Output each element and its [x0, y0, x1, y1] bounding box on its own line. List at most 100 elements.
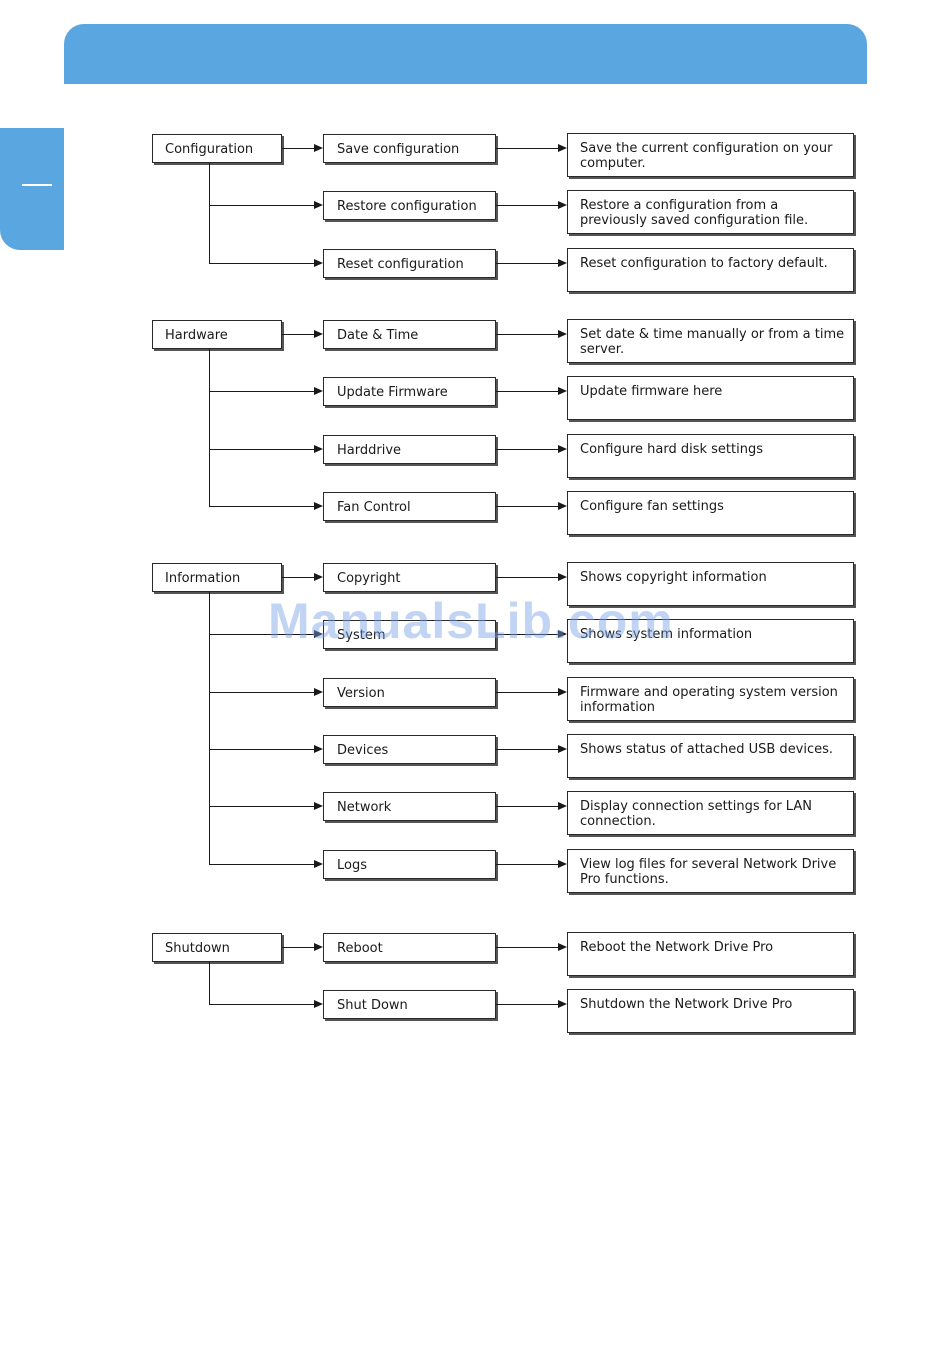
header-bar — [64, 24, 867, 84]
branch-arrow-head — [314, 860, 323, 868]
menu-item-box: System — [323, 620, 496, 649]
branch-arrow-line — [209, 449, 315, 450]
desc-arrow-line — [496, 148, 559, 149]
branch-arrow-line — [209, 391, 315, 392]
description-box: Restore a configuration from a previousl… — [567, 190, 854, 234]
menu-item-box: Copyright — [323, 563, 496, 592]
desc-arrow-line — [496, 634, 559, 635]
desc-arrow-head — [558, 688, 567, 696]
description-box: Reboot the Network Drive Pro — [567, 932, 854, 976]
desc-arrow-line — [496, 806, 559, 807]
description-box: Shows copyright information — [567, 562, 854, 606]
branch-arrow-head — [314, 1000, 323, 1008]
desc-arrow-head — [558, 943, 567, 951]
branch-arrow-line — [209, 749, 315, 750]
menu-item-box: Network — [323, 792, 496, 821]
desc-arrow-line — [496, 577, 559, 578]
description-box: Shows system information — [567, 619, 854, 663]
desc-arrow-head — [558, 630, 567, 638]
branch-arrow-head — [314, 502, 323, 510]
category-arrow-line — [282, 334, 315, 335]
description-box: Set date & time manually or from a time … — [567, 319, 854, 363]
category-arrow-line — [282, 577, 315, 578]
desc-arrow-head — [558, 573, 567, 581]
desc-arrow-head — [558, 330, 567, 338]
desc-arrow-head — [558, 1000, 567, 1008]
desc-arrow-line — [496, 864, 559, 865]
desc-arrow-head — [558, 259, 567, 267]
branch-arrow-line — [209, 806, 315, 807]
desc-arrow-head — [558, 387, 567, 395]
menu-item-box: Version — [323, 678, 496, 707]
desc-arrow-line — [496, 506, 559, 507]
menu-item-box: Fan Control — [323, 492, 496, 521]
branch-arrow-line — [209, 263, 315, 264]
category-arrow-head — [314, 573, 323, 581]
description-box: Firmware and operating system version in… — [567, 677, 854, 721]
category-box: Information — [152, 563, 282, 592]
menu-item-box: Update Firmware — [323, 377, 496, 406]
branch-arrow-line — [209, 1004, 315, 1005]
tree-connector — [209, 163, 210, 263]
branch-arrow-line — [209, 205, 315, 206]
desc-arrow-line — [496, 449, 559, 450]
tree-connector — [209, 349, 210, 506]
menu-item-box: Restore configuration — [323, 191, 496, 220]
branch-arrow-head — [314, 201, 323, 209]
description-box: Display connection settings for LAN conn… — [567, 791, 854, 835]
branch-arrow-head — [314, 259, 323, 267]
category-arrow-head — [314, 943, 323, 951]
desc-arrow-line — [496, 263, 559, 264]
desc-arrow-head — [558, 445, 567, 453]
category-arrow-line — [282, 148, 315, 149]
branch-arrow-head — [314, 688, 323, 696]
description-box: Configure fan settings — [567, 491, 854, 535]
branch-arrow-head — [314, 445, 323, 453]
category-box: Hardware — [152, 320, 282, 349]
desc-arrow-head — [558, 802, 567, 810]
description-box: Shows status of attached USB devices. — [567, 734, 854, 778]
desc-arrow-line — [496, 947, 559, 948]
desc-arrow-line — [496, 391, 559, 392]
menu-item-box: Date & Time — [323, 320, 496, 349]
category-arrow-head — [314, 330, 323, 338]
desc-arrow-head — [558, 502, 567, 510]
branch-arrow-head — [314, 630, 323, 638]
desc-arrow-line — [496, 1004, 559, 1005]
branch-arrow-line — [209, 634, 315, 635]
description-box: Configure hard disk settings — [567, 434, 854, 478]
menu-item-box: Devices — [323, 735, 496, 764]
side-tab — [0, 128, 64, 250]
menu-item-box: Harddrive — [323, 435, 496, 464]
side-tab-dash — [22, 184, 52, 186]
menu-item-box: Shut Down — [323, 990, 496, 1019]
branch-arrow-line — [209, 864, 315, 865]
category-arrow-head — [314, 144, 323, 152]
desc-arrow-line — [496, 205, 559, 206]
desc-arrow-line — [496, 749, 559, 750]
category-box: Configuration — [152, 134, 282, 163]
tree-connector — [209, 962, 210, 1004]
desc-arrow-head — [558, 860, 567, 868]
desc-arrow-head — [558, 745, 567, 753]
desc-arrow-line — [496, 692, 559, 693]
branch-arrow-line — [209, 692, 315, 693]
menu-item-box: Reset configuration — [323, 249, 496, 278]
menu-item-box: Reboot — [323, 933, 496, 962]
desc-arrow-head — [558, 201, 567, 209]
desc-arrow-head — [558, 144, 567, 152]
category-arrow-line — [282, 947, 315, 948]
branch-arrow-head — [314, 387, 323, 395]
desc-arrow-line — [496, 334, 559, 335]
branch-arrow-line — [209, 506, 315, 507]
menu-item-box: Logs — [323, 850, 496, 879]
description-box: Reset configuration to factory default. — [567, 248, 854, 292]
description-box: View log files for several Network Drive… — [567, 849, 854, 893]
description-box: Save the current configuration on your c… — [567, 133, 854, 177]
description-box: Update firmware here — [567, 376, 854, 420]
branch-arrow-head — [314, 802, 323, 810]
menu-item-box: Save configuration — [323, 134, 496, 163]
category-box: Shutdown — [152, 933, 282, 962]
tree-connector — [209, 592, 210, 864]
